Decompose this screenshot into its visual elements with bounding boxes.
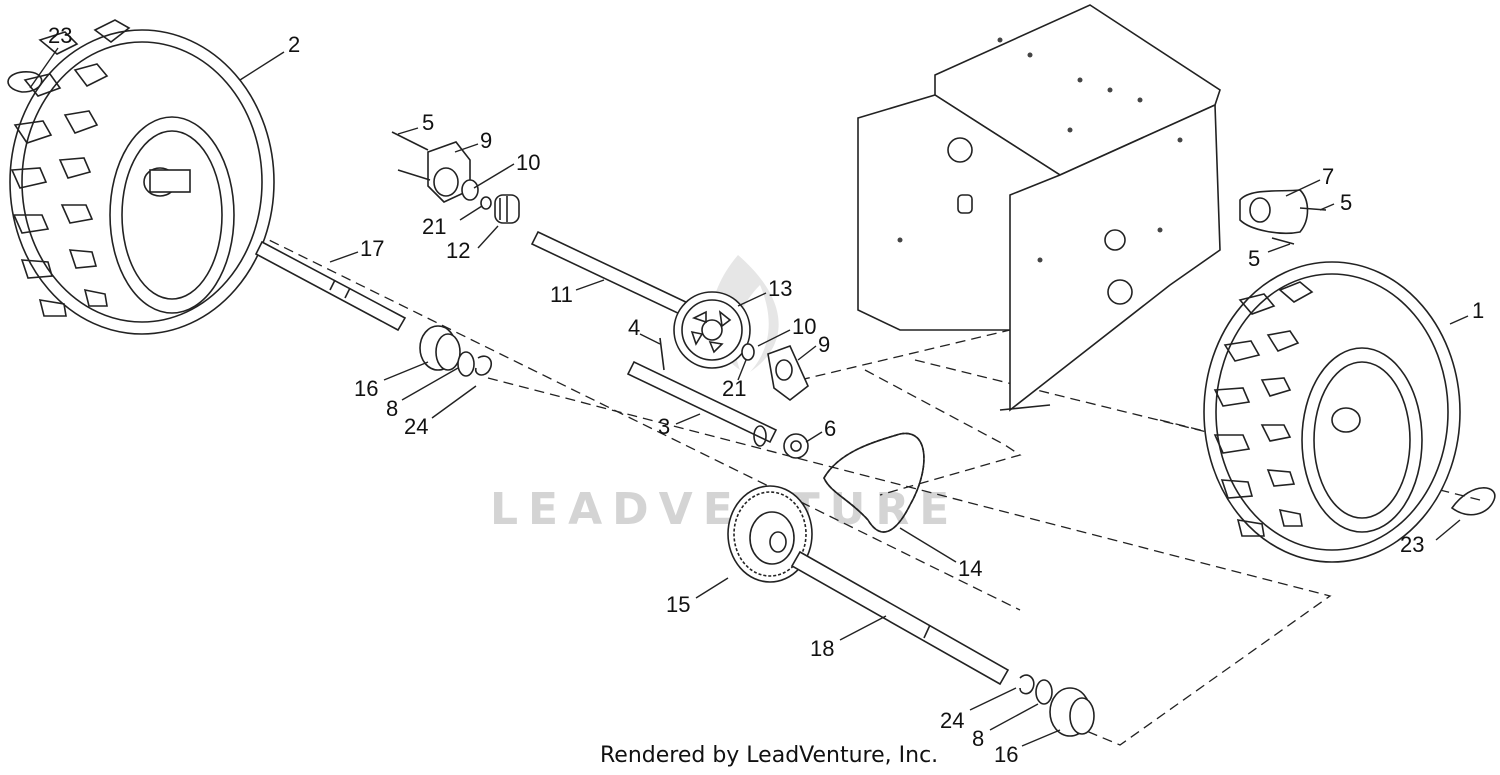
callout-6: 6 xyxy=(824,416,836,441)
callout-8-left: 8 xyxy=(386,396,398,421)
frame-housing xyxy=(857,4,1221,412)
callout-2: 2 xyxy=(288,32,300,57)
drive-chain-14 xyxy=(823,432,925,533)
left-bearing-set xyxy=(419,325,493,377)
axle-17 xyxy=(254,240,407,332)
callout-14: 14 xyxy=(958,556,982,581)
right-tire-tread xyxy=(1213,281,1314,537)
callout-10-top: 10 xyxy=(516,150,540,175)
callout-16-right: 16 xyxy=(994,742,1018,767)
callout-10-mid: 10 xyxy=(792,314,816,339)
callout-18: 18 xyxy=(810,636,834,661)
callout-23-right: 23 xyxy=(1400,532,1424,557)
right-bearing-set xyxy=(1019,674,1095,737)
callout-9-mid: 9 xyxy=(818,332,830,357)
callout-17: 17 xyxy=(360,236,384,261)
rendered-by-credit: Rendered by LeadVenture, Inc. xyxy=(600,743,938,768)
axle-18 xyxy=(790,550,1010,686)
callout-5-top: 5 xyxy=(422,110,434,135)
callout-8-right: 8 xyxy=(972,726,984,751)
upper-bearing-housing xyxy=(391,131,520,224)
callout-24-right: 24 xyxy=(940,708,964,733)
callout-leaders xyxy=(29,47,1469,747)
callout-5-right-lower: 5 xyxy=(1248,246,1260,271)
callout-1: 1 xyxy=(1472,298,1484,323)
watermark-text: LEADVENTURE xyxy=(490,484,959,535)
sprocket-13 xyxy=(673,291,751,369)
callout-11: 11 xyxy=(550,282,573,307)
callout-21-top: 21 xyxy=(422,214,446,239)
frame-holes xyxy=(897,37,1183,263)
callout-24-left: 24 xyxy=(404,414,428,439)
left-tire-tread xyxy=(10,19,131,317)
callout-15: 15 xyxy=(666,592,690,617)
callout-13: 13 xyxy=(768,276,792,301)
right-bearing-housing xyxy=(1239,189,1327,245)
gear-15 xyxy=(727,485,813,583)
callout-7: 7 xyxy=(1322,164,1334,189)
callout-labels: 23 2 5 9 10 21 12 17 11 13 4 10 9 21 16 … xyxy=(48,23,1484,767)
callout-5-right-upper: 5 xyxy=(1340,190,1352,215)
callout-12: 12 xyxy=(446,238,470,263)
callout-16-left: 16 xyxy=(354,376,378,401)
callout-9-top: 9 xyxy=(480,128,492,153)
lower-bearing-housing xyxy=(741,343,809,402)
sprocket-6 xyxy=(783,433,809,459)
callout-3: 3 xyxy=(658,414,670,439)
shaft-3 xyxy=(626,337,778,447)
left-wheel-assembly xyxy=(7,19,275,335)
right-wheel-assembly xyxy=(1203,261,1496,563)
callout-21-mid: 21 xyxy=(722,376,746,401)
callout-23-left: 23 xyxy=(48,23,72,48)
callout-4: 4 xyxy=(628,315,640,340)
